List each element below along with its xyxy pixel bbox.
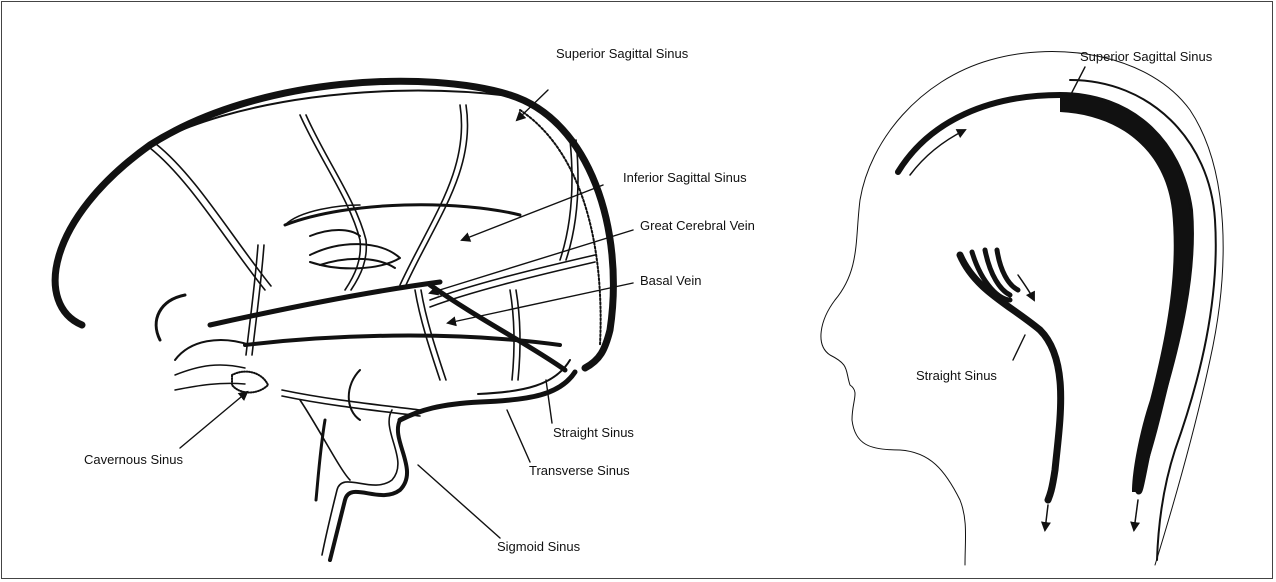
straight-sinus-shape bbox=[430, 285, 565, 370]
label-great-cerebral-vein: Great Cerebral Vein bbox=[640, 218, 755, 233]
basal-vein-shape bbox=[210, 282, 440, 325]
label-straight-sinus-right: Straight Sinus bbox=[916, 368, 997, 383]
label-straight-sinus-left: Straight Sinus bbox=[553, 425, 634, 440]
label-superior-sagittal-sinus-left: Superior Sagittal Sinus bbox=[556, 46, 689, 61]
sigmoid-sinus-shape bbox=[330, 420, 407, 560]
label-cavernous-sinus: Cavernous Sinus bbox=[84, 452, 183, 467]
superior-sagittal-sinus-shape bbox=[55, 81, 613, 368]
inferior-sagittal-sinus-shape bbox=[285, 205, 520, 225]
label-basal-vein: Basal Vein bbox=[640, 273, 701, 288]
right-head-diagram bbox=[821, 52, 1223, 565]
label-inferior-sagittal-sinus: Inferior Sagittal Sinus bbox=[623, 170, 747, 185]
label-sigmoid-sinus: Sigmoid Sinus bbox=[497, 539, 581, 554]
left-sinus-diagram bbox=[55, 81, 633, 560]
label-transverse-sinus: Transverse Sinus bbox=[529, 463, 630, 478]
label-superior-sagittal-sinus-right: Superior Sagittal Sinus bbox=[1080, 49, 1213, 64]
head-profile-outline bbox=[821, 52, 1223, 565]
